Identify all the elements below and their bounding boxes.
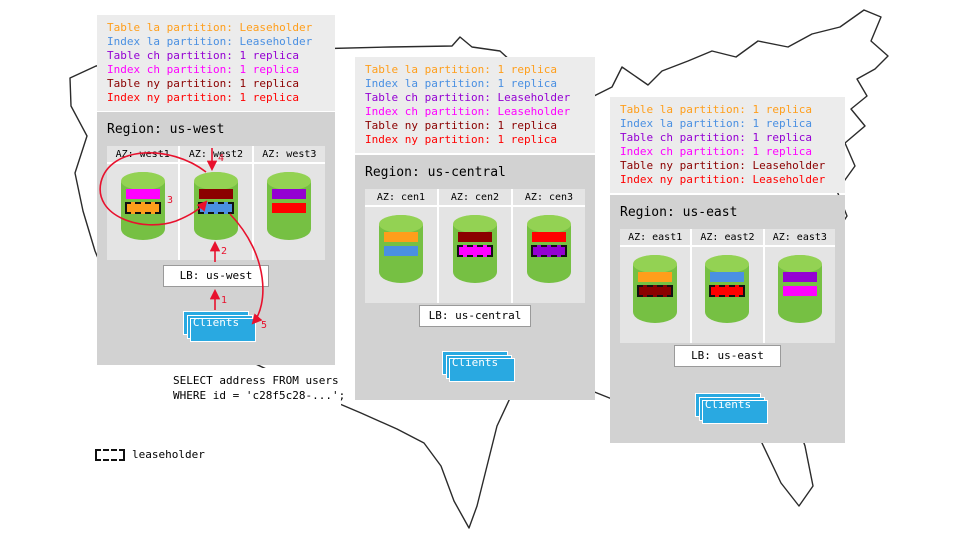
load-balancer-box: LB: us-east <box>674 345 781 367</box>
az-label: AZ: east2 <box>692 229 763 247</box>
db-cylinder-icon <box>453 215 497 283</box>
az-label: AZ: cen1 <box>365 189 437 207</box>
partition-info-line: Table la partition: 1 replica <box>365 63 558 76</box>
partition-replica-bar <box>125 189 160 199</box>
partition-info-line: Table ny partition: Leaseholder <box>620 159 826 172</box>
partition-replica-bar <box>384 232 418 242</box>
partition-info-us-east: Table la partition: 1 replica Index la p… <box>610 97 845 193</box>
partition-info-us-central: Table la partition: 1 replica Index la p… <box>355 57 595 153</box>
partition-replica-bar <box>272 203 307 213</box>
az-label: AZ: cen2 <box>439 189 511 207</box>
az-column: AZ: west1 <box>107 146 181 260</box>
partition-replica-bar <box>198 189 233 199</box>
partition-info-line: Index la partition: Leaseholder <box>107 35 313 48</box>
db-cylinder-icon <box>267 172 312 240</box>
leaseholder-bar <box>531 245 567 257</box>
partition-info-us-west: Table la partition: Leaseholder Index la… <box>97 15 335 111</box>
region-title: Region: us-east <box>620 205 738 220</box>
sql-query-line: SELECT address FROM users <box>173 374 339 387</box>
region-title: Region: us-central <box>365 165 506 180</box>
az-label: AZ: west2 <box>180 146 252 164</box>
az-label: AZ: west3 <box>253 146 325 164</box>
db-cylinder-icon <box>193 172 238 240</box>
db-cylinder-icon <box>777 255 822 323</box>
leaseholder-bar <box>637 285 674 297</box>
partition-info-line: Table ny partition: 1 replica <box>365 119 558 132</box>
leaseholder-legend: leaseholder <box>95 448 205 461</box>
partition-replica-bar <box>638 272 673 282</box>
leaseholder-bar <box>197 202 234 214</box>
partition-info-line: Index ny partition: 1 replica <box>365 133 558 146</box>
leaseholder-bar <box>709 285 746 297</box>
az-column: AZ: east2 <box>692 229 765 343</box>
partition-info-line: Table ch partition: 1 replica <box>107 49 300 62</box>
az-label: AZ: east3 <box>764 229 835 247</box>
az-label: AZ: west1 <box>107 146 179 164</box>
db-cylinder-icon <box>633 255 678 323</box>
region-us-east: Region: us-east AZ: east1 AZ: east2 AZ: … <box>610 195 845 443</box>
partition-info-line: Table ny partition: 1 replica <box>107 77 300 90</box>
db-cylinder-icon <box>527 215 571 283</box>
az-column: AZ: west3 <box>253 146 325 260</box>
az-column: AZ: cen3 <box>513 189 585 303</box>
clients-box: Clients <box>695 393 768 424</box>
az-column: AZ: east1 <box>620 229 693 343</box>
leaseholder-bar <box>457 245 493 257</box>
az-panel: AZ: cen1 AZ: cen2 AZ: cen3 <box>365 189 585 303</box>
partition-info-line: Table la partition: 1 replica <box>620 103 813 116</box>
partition-replica-bar <box>272 189 307 199</box>
load-balancer-box: LB: us-central <box>419 305 531 327</box>
partition-info-line: Index ny partition: 1 replica <box>107 91 300 104</box>
az-label: AZ: east1 <box>620 229 691 247</box>
leaseholder-bar <box>124 202 161 214</box>
partition-replica-bar <box>782 272 817 282</box>
partition-info-line: Table ch partition: Leaseholder <box>365 91 571 104</box>
az-column: AZ: west2 <box>180 146 254 260</box>
az-panel: AZ: east1 AZ: east2 AZ: east3 <box>620 229 835 343</box>
sql-query-line: WHERE id = 'c28f5c28-...'; <box>173 389 346 402</box>
partition-info-line: Index la partition: 1 replica <box>620 117 813 130</box>
clients-box: Clients <box>183 311 256 342</box>
db-cylinder-icon <box>120 172 165 240</box>
az-column: AZ: cen2 <box>439 189 513 303</box>
legend-label: leaseholder <box>132 448 205 461</box>
sql-query-text: SELECT address FROM users WHERE id = 'c2… <box>165 368 346 408</box>
partition-replica-bar <box>782 286 817 296</box>
partition-info-line: Index ch partition: 1 replica <box>107 63 300 76</box>
partition-info-line: Table ch partition: 1 replica <box>620 131 813 144</box>
load-balancer-box: LB: us-west <box>163 265 269 287</box>
clients-box: Clients <box>442 351 515 382</box>
region-title: Region: us-west <box>107 122 225 137</box>
az-column: AZ: east3 <box>764 229 835 343</box>
db-cylinder-icon <box>379 215 423 283</box>
partition-replica-bar <box>458 232 492 242</box>
partition-replica-bar <box>384 246 418 256</box>
az-panel: AZ: west1 AZ: west2 AZ: west3 <box>107 146 325 260</box>
partition-replica-bar <box>532 232 566 242</box>
az-column: AZ: cen1 <box>365 189 439 303</box>
region-us-central: Region: us-central AZ: cen1 AZ: cen2 AZ:… <box>355 155 595 400</box>
partition-info-line: Index la partition: 1 replica <box>365 77 558 90</box>
partition-info-line: Index ny partition: Leaseholder <box>620 173 826 186</box>
partition-info-line: Table la partition: Leaseholder <box>107 21 313 34</box>
partition-info-line: Index ch partition: Leaseholder <box>365 105 571 118</box>
leaseholder-swatch-icon <box>95 448 125 461</box>
az-label: AZ: cen3 <box>513 189 585 207</box>
partition-replica-bar <box>710 272 745 282</box>
region-us-west: Region: us-west AZ: west1 AZ: west2 AZ: … <box>97 112 335 365</box>
db-cylinder-icon <box>705 255 750 323</box>
partition-info-line: Index ch partition: 1 replica <box>620 145 813 158</box>
